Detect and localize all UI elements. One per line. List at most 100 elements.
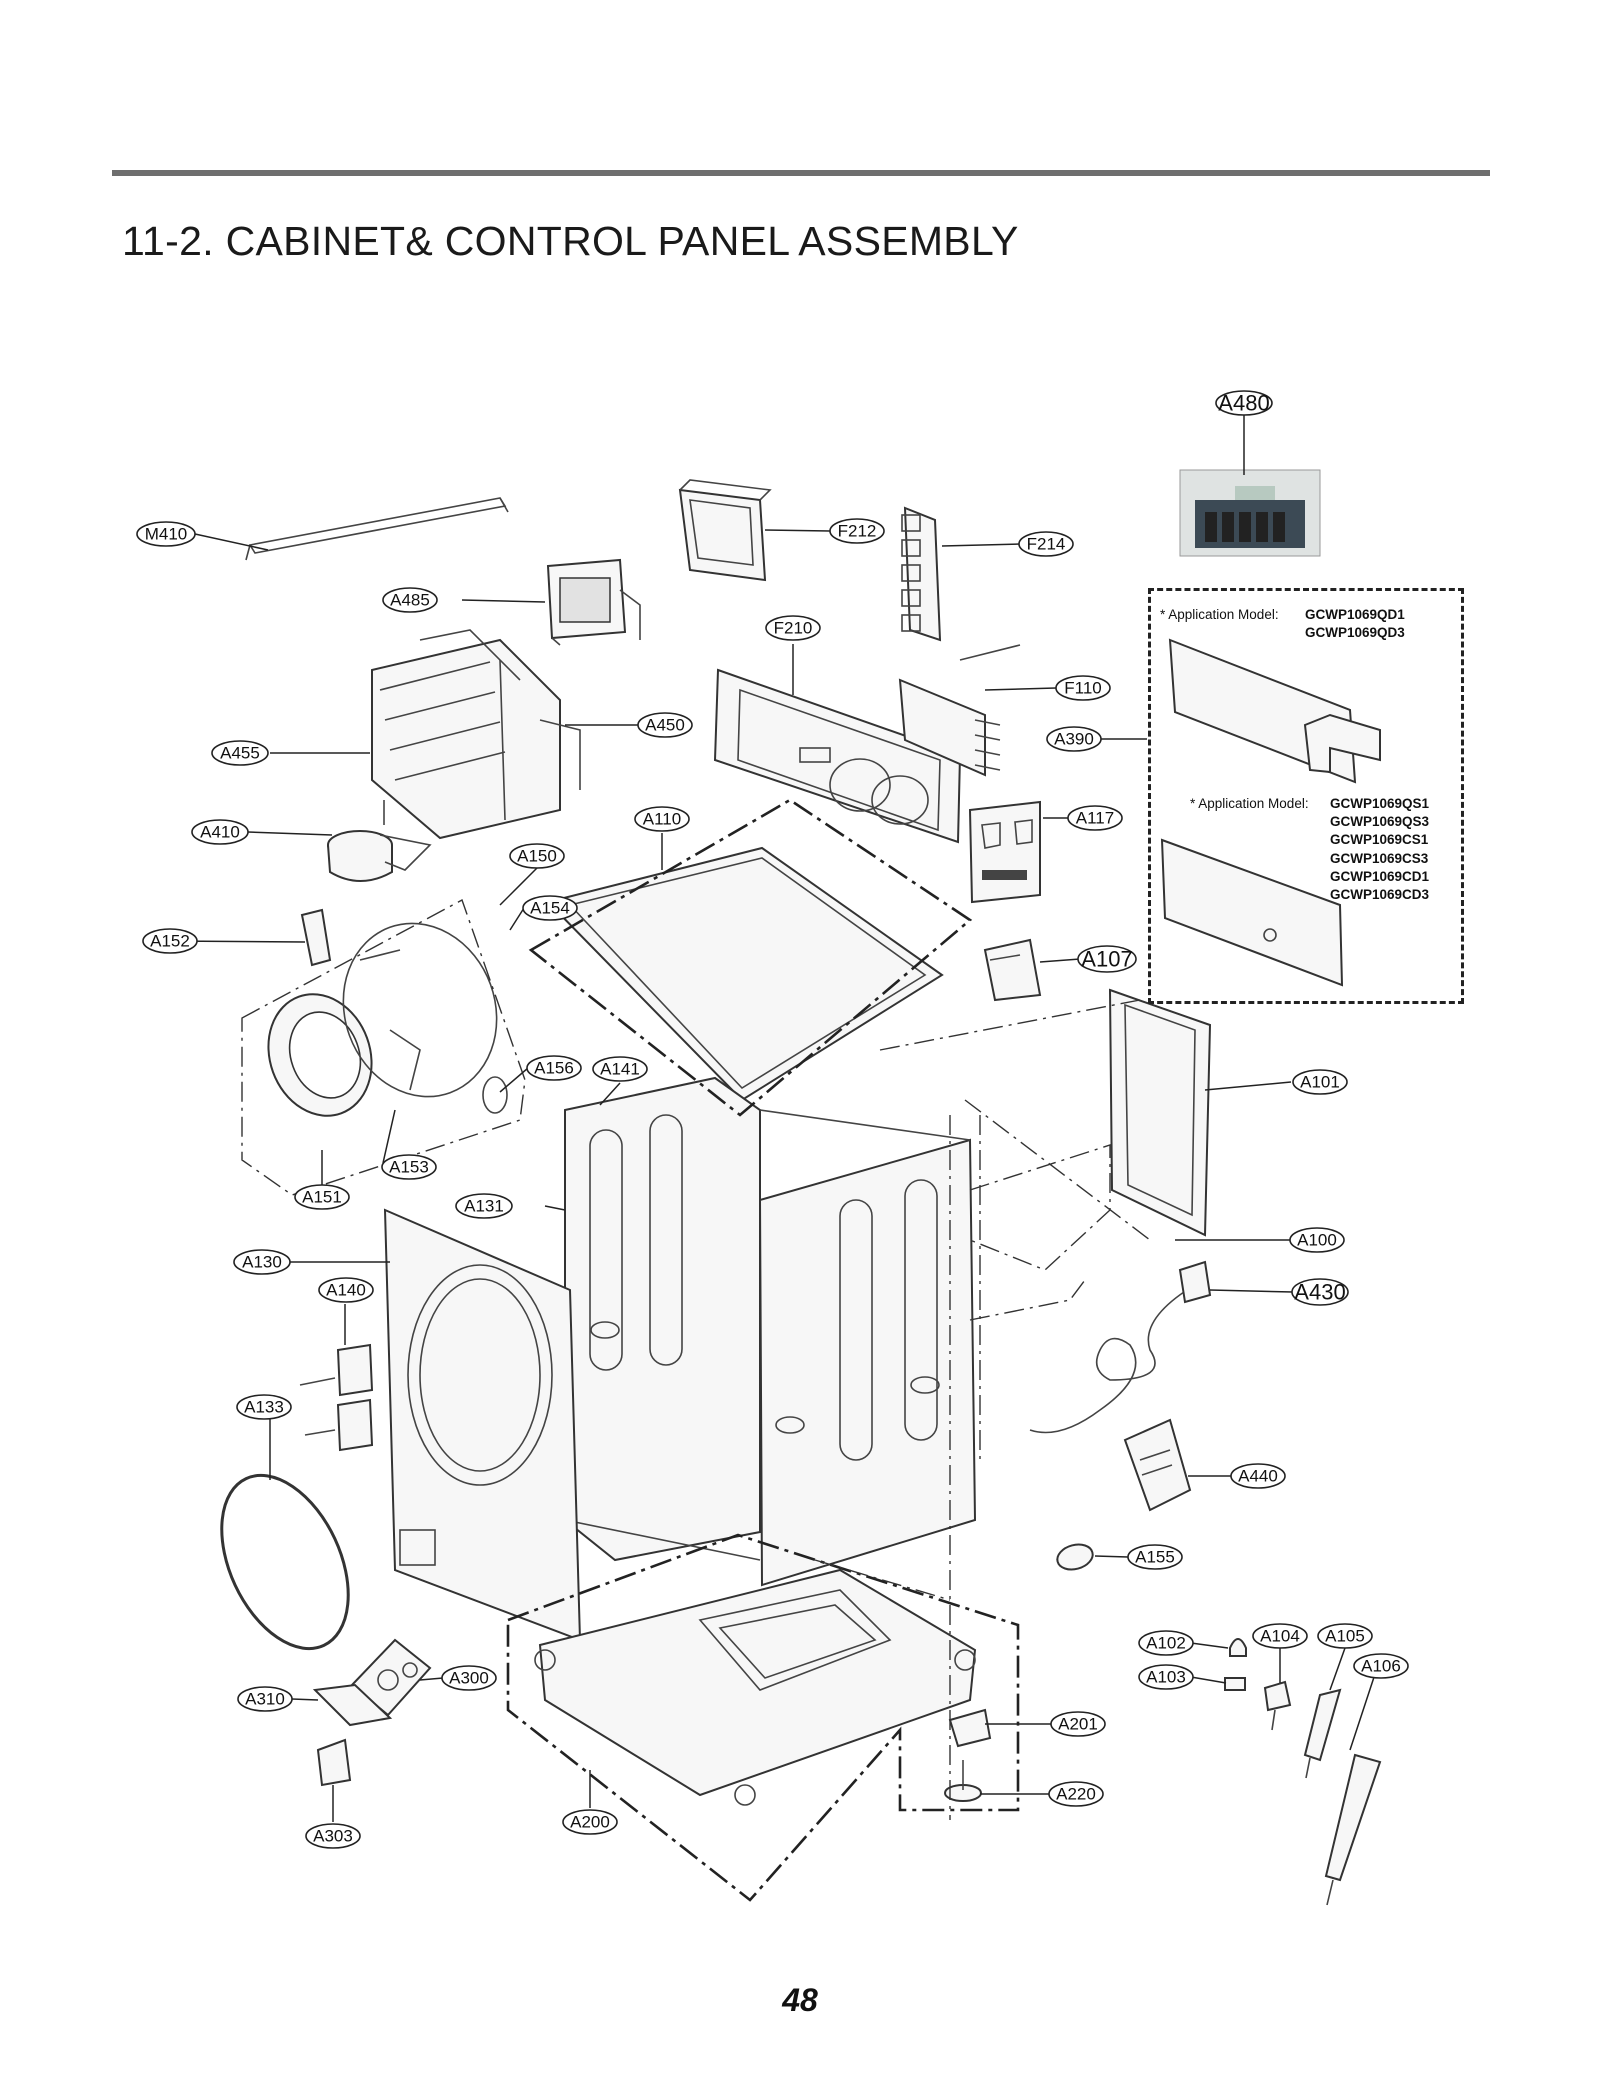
svg-text:A150: A150 bbox=[517, 847, 557, 866]
svg-text:F110: F110 bbox=[1064, 679, 1102, 698]
svg-text:A455: A455 bbox=[220, 744, 260, 763]
svg-text:A130: A130 bbox=[242, 1253, 282, 1272]
leader-lines bbox=[165, 414, 1378, 1822]
svg-text:A430: A430 bbox=[1294, 1280, 1345, 1305]
label-a153: A153 bbox=[381, 1154, 437, 1180]
label-a200: A200 bbox=[562, 1809, 618, 1835]
svg-text:A300: A300 bbox=[449, 1669, 489, 1688]
header-rule bbox=[112, 170, 1490, 176]
part-drawings bbox=[220, 469, 1382, 1906]
svg-text:A133: A133 bbox=[244, 1398, 284, 1417]
application-model-box bbox=[1148, 588, 1464, 1004]
svg-text:A153: A153 bbox=[389, 1158, 429, 1177]
model-number: GCWP1069CS3 bbox=[1330, 850, 1429, 866]
model-number: GCWP1069QS3 bbox=[1330, 814, 1430, 830]
model-number: GCWP1069QS1 bbox=[1330, 796, 1430, 811]
label-a440: A440 bbox=[1230, 1463, 1286, 1489]
svg-text:A480: A480 bbox=[1218, 391, 1269, 416]
svg-text:A440: A440 bbox=[1238, 1467, 1278, 1486]
model-number: GCWP1069CD3 bbox=[1330, 887, 1430, 903]
svg-text:A103: A103 bbox=[1146, 1668, 1186, 1687]
model-number: GCWP1069QD3 bbox=[1305, 625, 1405, 641]
model-number: GCWP1069QD1 bbox=[1305, 607, 1405, 622]
label-f212: F212 bbox=[829, 518, 885, 544]
svg-text:A200: A200 bbox=[570, 1813, 610, 1832]
label-a390: A390 bbox=[1046, 726, 1102, 752]
assembly-outlines bbox=[241, 798, 1151, 1902]
label-a140: A140 bbox=[318, 1277, 374, 1303]
svg-text:A220: A220 bbox=[1056, 1785, 1096, 1804]
label-a101: A101 bbox=[1292, 1069, 1348, 1095]
svg-text:A450: A450 bbox=[645, 716, 685, 735]
label-a130: A130 bbox=[233, 1249, 291, 1275]
label-a455: A455 bbox=[211, 740, 269, 766]
label-a480: A480 bbox=[1215, 390, 1273, 416]
svg-text:A303: A303 bbox=[313, 1827, 353, 1846]
label-a152: A152 bbox=[142, 928, 198, 954]
model-number: GCWP1069CD1 bbox=[1330, 868, 1430, 884]
label-a110: A110 bbox=[634, 806, 690, 832]
label-a220: A220 bbox=[1048, 1781, 1104, 1807]
label-a131: A131 bbox=[455, 1193, 513, 1219]
svg-text:A155: A155 bbox=[1135, 1548, 1175, 1567]
label-a105: A105 bbox=[1317, 1623, 1373, 1649]
part-labels: A480 M410 F212 F214 A485 F210 F110 A450 … bbox=[136, 390, 1409, 1849]
svg-text:A101: A101 bbox=[1300, 1073, 1340, 1092]
svg-text:A107: A107 bbox=[1081, 947, 1132, 972]
label-a133: A133 bbox=[236, 1394, 292, 1420]
label-a156: A156 bbox=[526, 1055, 582, 1081]
label-a141: A141 bbox=[592, 1056, 648, 1082]
label-a102: A102 bbox=[1138, 1630, 1194, 1656]
svg-text:A154: A154 bbox=[530, 899, 570, 918]
label-a117: A117 bbox=[1067, 805, 1123, 831]
label-a485: A485 bbox=[382, 587, 438, 613]
section-title: 11-2. CABINET& CONTROL PANEL ASSEMBLY bbox=[122, 218, 1019, 264]
application-note-2-models: GCWP1069QS1 GCWP1069QS3 GCWP1069CS1 GCWP… bbox=[1330, 795, 1429, 904]
svg-text:F214: F214 bbox=[1027, 535, 1066, 554]
svg-text:A156: A156 bbox=[534, 1059, 574, 1078]
svg-text:A140: A140 bbox=[326, 1281, 366, 1300]
svg-text:A105: A105 bbox=[1325, 1627, 1365, 1646]
svg-text:A390: A390 bbox=[1054, 730, 1094, 749]
label-a410: A410 bbox=[191, 819, 249, 845]
svg-text:A410: A410 bbox=[200, 823, 240, 842]
page-number: 48 bbox=[782, 1982, 818, 2018]
svg-text:A485: A485 bbox=[390, 591, 430, 610]
label-a155: A155 bbox=[1127, 1544, 1183, 1570]
label-a310: A310 bbox=[237, 1686, 293, 1712]
label-a151: A151 bbox=[294, 1184, 350, 1210]
label-a104: A104 bbox=[1252, 1623, 1308, 1649]
svg-text:A102: A102 bbox=[1146, 1634, 1186, 1653]
label-a300: A300 bbox=[441, 1665, 497, 1691]
svg-text:A141: A141 bbox=[600, 1060, 640, 1079]
svg-text:A152: A152 bbox=[150, 932, 190, 951]
application-note-1-prefix: * Application Model: bbox=[1160, 607, 1279, 622]
label-a100: A100 bbox=[1289, 1227, 1345, 1253]
svg-text:M410: M410 bbox=[145, 525, 188, 544]
label-m410: M410 bbox=[136, 521, 196, 547]
label-a103: A103 bbox=[1138, 1664, 1194, 1690]
label-a450: A450 bbox=[637, 712, 693, 738]
label-a201: A201 bbox=[1050, 1711, 1106, 1737]
svg-text:F210: F210 bbox=[774, 619, 813, 638]
model-number: GCWP1069CS1 bbox=[1330, 832, 1429, 848]
svg-text:A310: A310 bbox=[245, 1690, 285, 1709]
svg-text:F212: F212 bbox=[838, 522, 877, 541]
label-a107: A107 bbox=[1077, 945, 1137, 973]
svg-text:A104: A104 bbox=[1260, 1627, 1300, 1646]
label-a430: A430 bbox=[1291, 1278, 1349, 1306]
svg-text:A110: A110 bbox=[643, 810, 681, 829]
svg-text:A151: A151 bbox=[302, 1188, 342, 1207]
application-note-1-models: GCWP1069QD1 GCWP1069QD3 bbox=[1305, 606, 1405, 642]
label-f210: F210 bbox=[765, 615, 821, 641]
svg-text:A131: A131 bbox=[464, 1197, 504, 1216]
svg-text:A201: A201 bbox=[1058, 1715, 1098, 1734]
label-f110: F110 bbox=[1055, 675, 1111, 701]
svg-text:A117: A117 bbox=[1076, 809, 1114, 828]
label-a106: A106 bbox=[1353, 1653, 1409, 1679]
label-a154: A154 bbox=[522, 895, 578, 921]
label-a303: A303 bbox=[305, 1823, 361, 1849]
label-a150: A150 bbox=[509, 843, 565, 869]
svg-text:A100: A100 bbox=[1297, 1231, 1337, 1250]
